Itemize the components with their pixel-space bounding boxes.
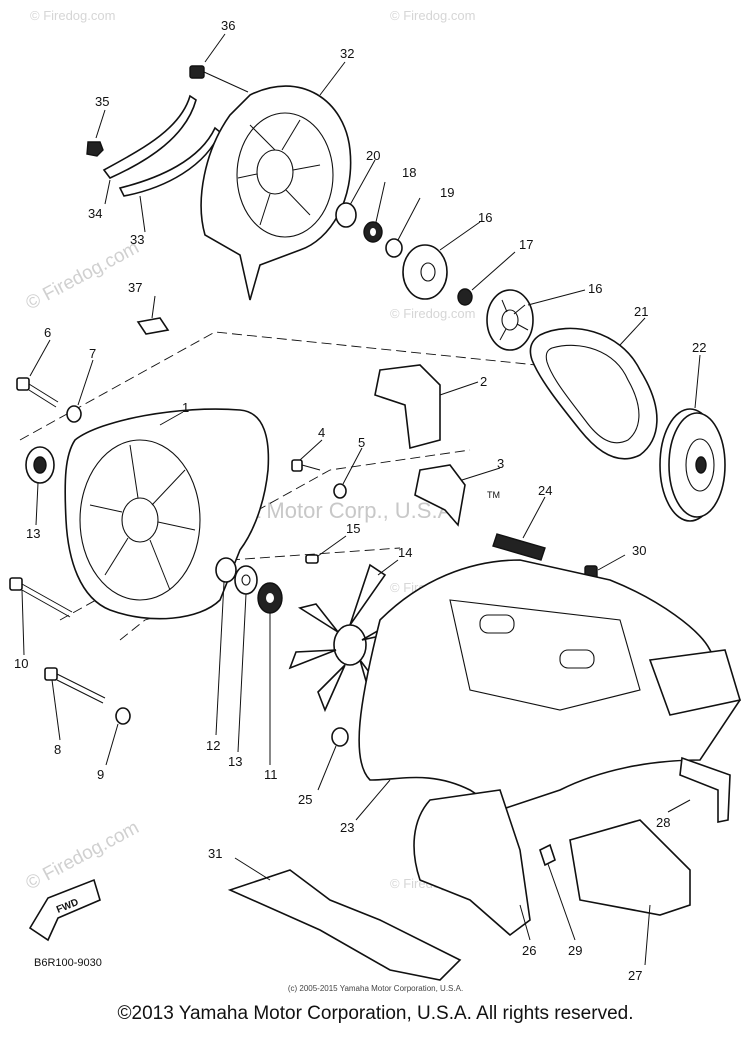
part-number: 18 [402, 165, 416, 180]
part-number: 4 [318, 425, 325, 440]
part-18-washer [363, 221, 383, 243]
part-28-tab [679, 756, 731, 823]
part-4-bolt [291, 459, 321, 472]
watermark: © Firedog.com [390, 8, 475, 23]
part-number: 9 [97, 767, 104, 782]
fwd-arrow: FWD [28, 878, 101, 942]
part-number: 27 [628, 968, 642, 983]
part-35-nut [86, 141, 104, 157]
part-7-washer [66, 405, 82, 423]
part-25-grommet [331, 727, 349, 747]
part-number: 31 [208, 846, 222, 861]
part-number: 6 [44, 325, 51, 340]
part-number: 24 [538, 483, 552, 498]
part-19-washer [385, 238, 403, 258]
part-number: 28 [656, 815, 670, 830]
tm-mark: TM [487, 490, 500, 500]
part-number: 5 [358, 435, 365, 450]
part-16-pulley-half-lower [486, 289, 534, 351]
part-number: 13 [228, 754, 242, 769]
part-number: 13 [26, 526, 40, 541]
part-26-flap [413, 789, 531, 937]
leader-lines [21, 33, 701, 966]
part-5-washer [333, 483, 347, 499]
part-number: 32 [340, 46, 354, 61]
part-number: 7 [89, 346, 96, 361]
part-number: 1 [182, 400, 189, 415]
part-15-pin [305, 554, 319, 564]
watermark: © Firedog.com [30, 8, 115, 23]
part-37-clip [136, 317, 170, 335]
part-20-collar [335, 202, 357, 228]
part-number: 23 [340, 820, 354, 835]
watermark: © Firedog.com [390, 306, 475, 321]
part-number: 2 [480, 374, 487, 389]
part-31-strip [227, 869, 462, 981]
part-number: 35 [95, 94, 109, 109]
part-29-clip [539, 843, 556, 867]
part-24-label [492, 533, 546, 561]
part-number: 25 [298, 792, 312, 807]
part-number: 17 [519, 237, 533, 252]
part-number: 16 [478, 210, 492, 225]
part-number: 22 [692, 340, 706, 355]
part-number: 8 [54, 742, 61, 757]
watermark: © Firedog.com [22, 817, 142, 894]
copyright-footer: ©2013 Yamaha Motor Corporation, U.S.A. A… [117, 1003, 634, 1024]
part-number: 19 [440, 185, 454, 200]
part-11-seal [257, 582, 283, 614]
part-number: 3 [497, 456, 504, 471]
part-number-labels: 36 35 32 20 18 19 16 17 16 34 33 37 6 7 … [14, 18, 706, 983]
part-number: 11 [264, 767, 278, 782]
part-27-pad [569, 819, 691, 916]
part-number: 33 [130, 232, 144, 247]
part-23-engine-cover [358, 559, 742, 811]
part-number: 30 [632, 543, 646, 558]
part-32-fan-cover [200, 85, 352, 301]
part-number: 37 [128, 280, 142, 295]
part-number: 12 [206, 738, 220, 753]
watermark: © Firedog.com [22, 237, 142, 314]
small-copyright: (c) 2005-2015 Yamaha Motor Corporation, … [287, 984, 464, 993]
part-number: 16 [588, 281, 602, 296]
part-10-bolt [9, 577, 73, 618]
part-17-washer [457, 288, 473, 306]
part-6-bolt [16, 377, 59, 408]
part-number: 36 [221, 18, 235, 33]
part-12-circlip [215, 557, 237, 583]
part-13-bearing-lower [234, 565, 258, 595]
part-number: 15 [346, 521, 360, 536]
part-34-strip [102, 94, 197, 179]
part-13-bearing [25, 446, 55, 484]
part-number: 21 [634, 304, 648, 319]
part-number: 14 [398, 545, 412, 560]
drawing-code: B6R100-9030 [34, 957, 102, 969]
part-number: 26 [522, 943, 536, 958]
part-number: 20 [366, 148, 380, 163]
part-3-bracket [414, 464, 466, 527]
part-2-duct [374, 364, 441, 450]
part-number: 29 [568, 943, 582, 958]
part-8-bolt [44, 667, 106, 704]
part-21-belt [529, 327, 658, 460]
part-22-pulley [659, 408, 726, 522]
part-36-bolt [189, 65, 249, 93]
part-16-pulley-half [402, 244, 448, 300]
part-number: 34 [88, 206, 102, 221]
part-9-washer [115, 707, 131, 725]
part-number: 10 [14, 656, 28, 671]
